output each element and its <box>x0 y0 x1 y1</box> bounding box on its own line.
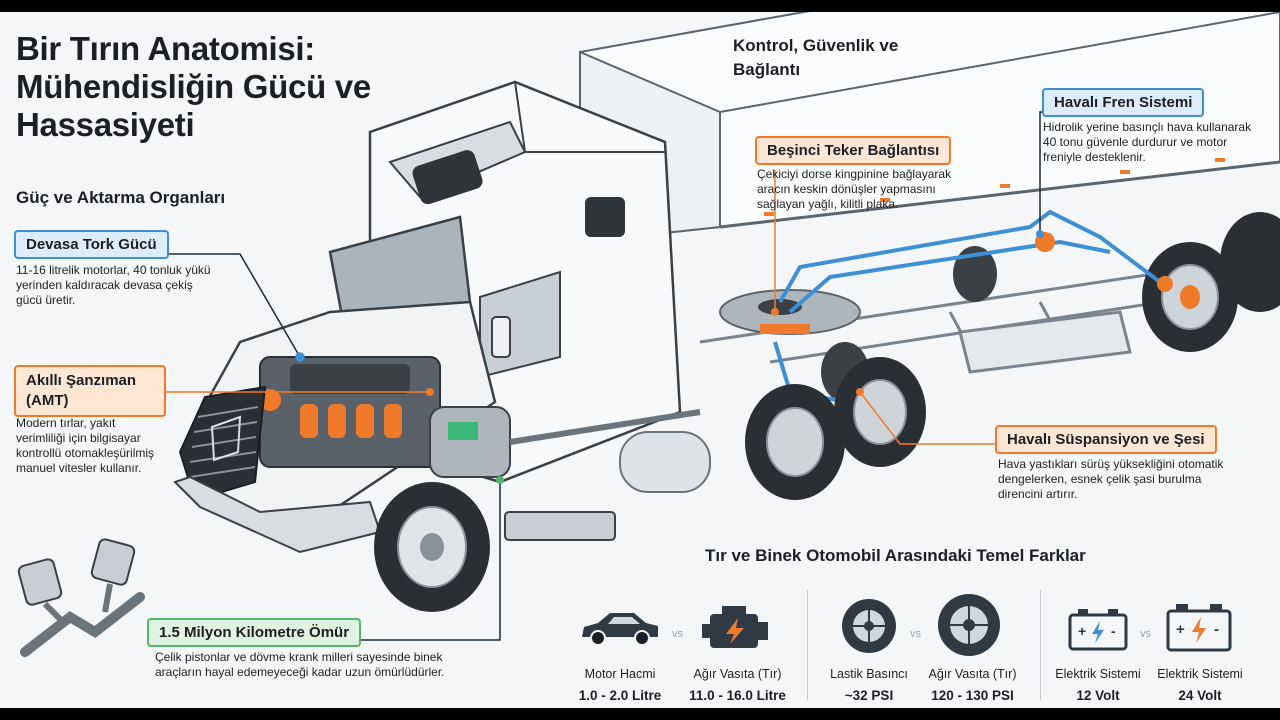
callout-fifth-wheel-desc: Çekiciyi dorse kingpinine bağlayarak ara… <box>757 167 952 211</box>
cmp-2-left-value: ~32 PSI <box>844 688 894 703</box>
cmp-3-left-value: 12 Volt <box>1076 688 1120 703</box>
callout-life-label: 1.5 Milyon Kilometre Ömür <box>147 618 362 647</box>
separator-1 <box>807 590 808 700</box>
cmp-1-right-label: Ağır Vasıta (Tır) <box>693 667 782 681</box>
engine-icon <box>702 606 768 648</box>
marker-lights <box>764 158 1225 216</box>
section-power-title: Güç ve Aktarma Organları <box>16 188 226 207</box>
callout-suspension-label: Havalı Süspansiyon ve Şesi <box>995 425 1217 454</box>
svg-text:+: + <box>1078 623 1086 639</box>
vs-label-3: vs <box>1140 628 1151 640</box>
cmp-2-right-label: Ağır Vasıta (Tır) <box>928 667 1017 681</box>
mirror <box>491 316 511 358</box>
cmp-3-right-label: Elektrik Sistemi <box>1157 667 1243 681</box>
cmp-3-right-value: 24 Volt <box>1178 688 1222 703</box>
callout-torque-desc: 11-16 litrelik motorlar, 40 tonluk yükü … <box>16 263 211 307</box>
truck-illustration <box>17 12 1280 657</box>
fuel-tank <box>619 431 711 493</box>
callout-brakes-desc: Hidrolik yerine basınçlı hava kullanarak… <box>1043 120 1252 164</box>
infographic-page: Bir Tırın Anatomisi: Mühendisliğin Gücü … <box>0 12 1280 708</box>
comparison-title: Tır ve Binek Otomobil Arasındaki Temel F… <box>705 546 1086 565</box>
battery-icon: + - <box>1068 609 1128 651</box>
callout-fifth-wheel-label: Beşinci Teker Bağlantısı <box>755 136 952 165</box>
callout-gearbox-desc: Modern tırlar, yakıt verimliliği için bi… <box>16 416 155 475</box>
cmp-2-left-label: Lastik Basıncı <box>830 667 908 681</box>
trailer-wheels <box>1142 212 1280 352</box>
cmp-1-left-label: Motor Hacmi <box>584 667 656 681</box>
callout-gearbox-label: Akıllı Şanzıman (AMT) <box>14 365 166 417</box>
pistons-crankshaft <box>17 538 145 657</box>
callout-life-desc: Çelik pistonlar ve dövme krank milleri s… <box>155 650 445 679</box>
callout-brakes-label: Havalı Fren Sistemi <box>1042 88 1205 117</box>
cmp-1-left-value: 1.0 - 2.0 Litre <box>578 688 662 703</box>
bumper <box>173 475 382 554</box>
leader-lines <box>150 111 1128 641</box>
battery-icon: + - <box>1166 604 1232 652</box>
tire-icon <box>938 594 1000 656</box>
svg-text:-: - <box>1111 623 1116 639</box>
section-control-title: Kontrol, Güvenlik ve Bağlantı <box>733 36 899 79</box>
vs-label-1: vs <box>672 628 683 640</box>
engine-block <box>259 356 441 468</box>
callout-suspension-desc: Hava yastıkları sürüş yüksekliğini otoma… <box>998 457 1224 501</box>
cmp-3-left-label: Elektrik Sistemi <box>1055 667 1141 681</box>
page-title: Bir Tırın Anatomisi: Mühendisliğin Gücü … <box>16 30 371 143</box>
drive-wheels <box>745 357 926 500</box>
svg-text:-: - <box>1214 621 1219 638</box>
separator-2 <box>1040 590 1041 700</box>
step <box>504 511 616 541</box>
callout-torque-label: Devasa Tork Gücü <box>14 230 169 259</box>
cmp-2-right-value: 120 - 130 PSI <box>931 688 1014 703</box>
transmission <box>429 406 701 478</box>
car-icon <box>582 613 658 646</box>
svg-text:+: + <box>1176 621 1185 638</box>
vs-label-2: vs <box>910 628 921 640</box>
front-wheel <box>374 482 490 612</box>
cmp-1-right-value: 11.0 - 16.0 Litre <box>689 688 786 703</box>
tire-icon <box>842 599 896 653</box>
